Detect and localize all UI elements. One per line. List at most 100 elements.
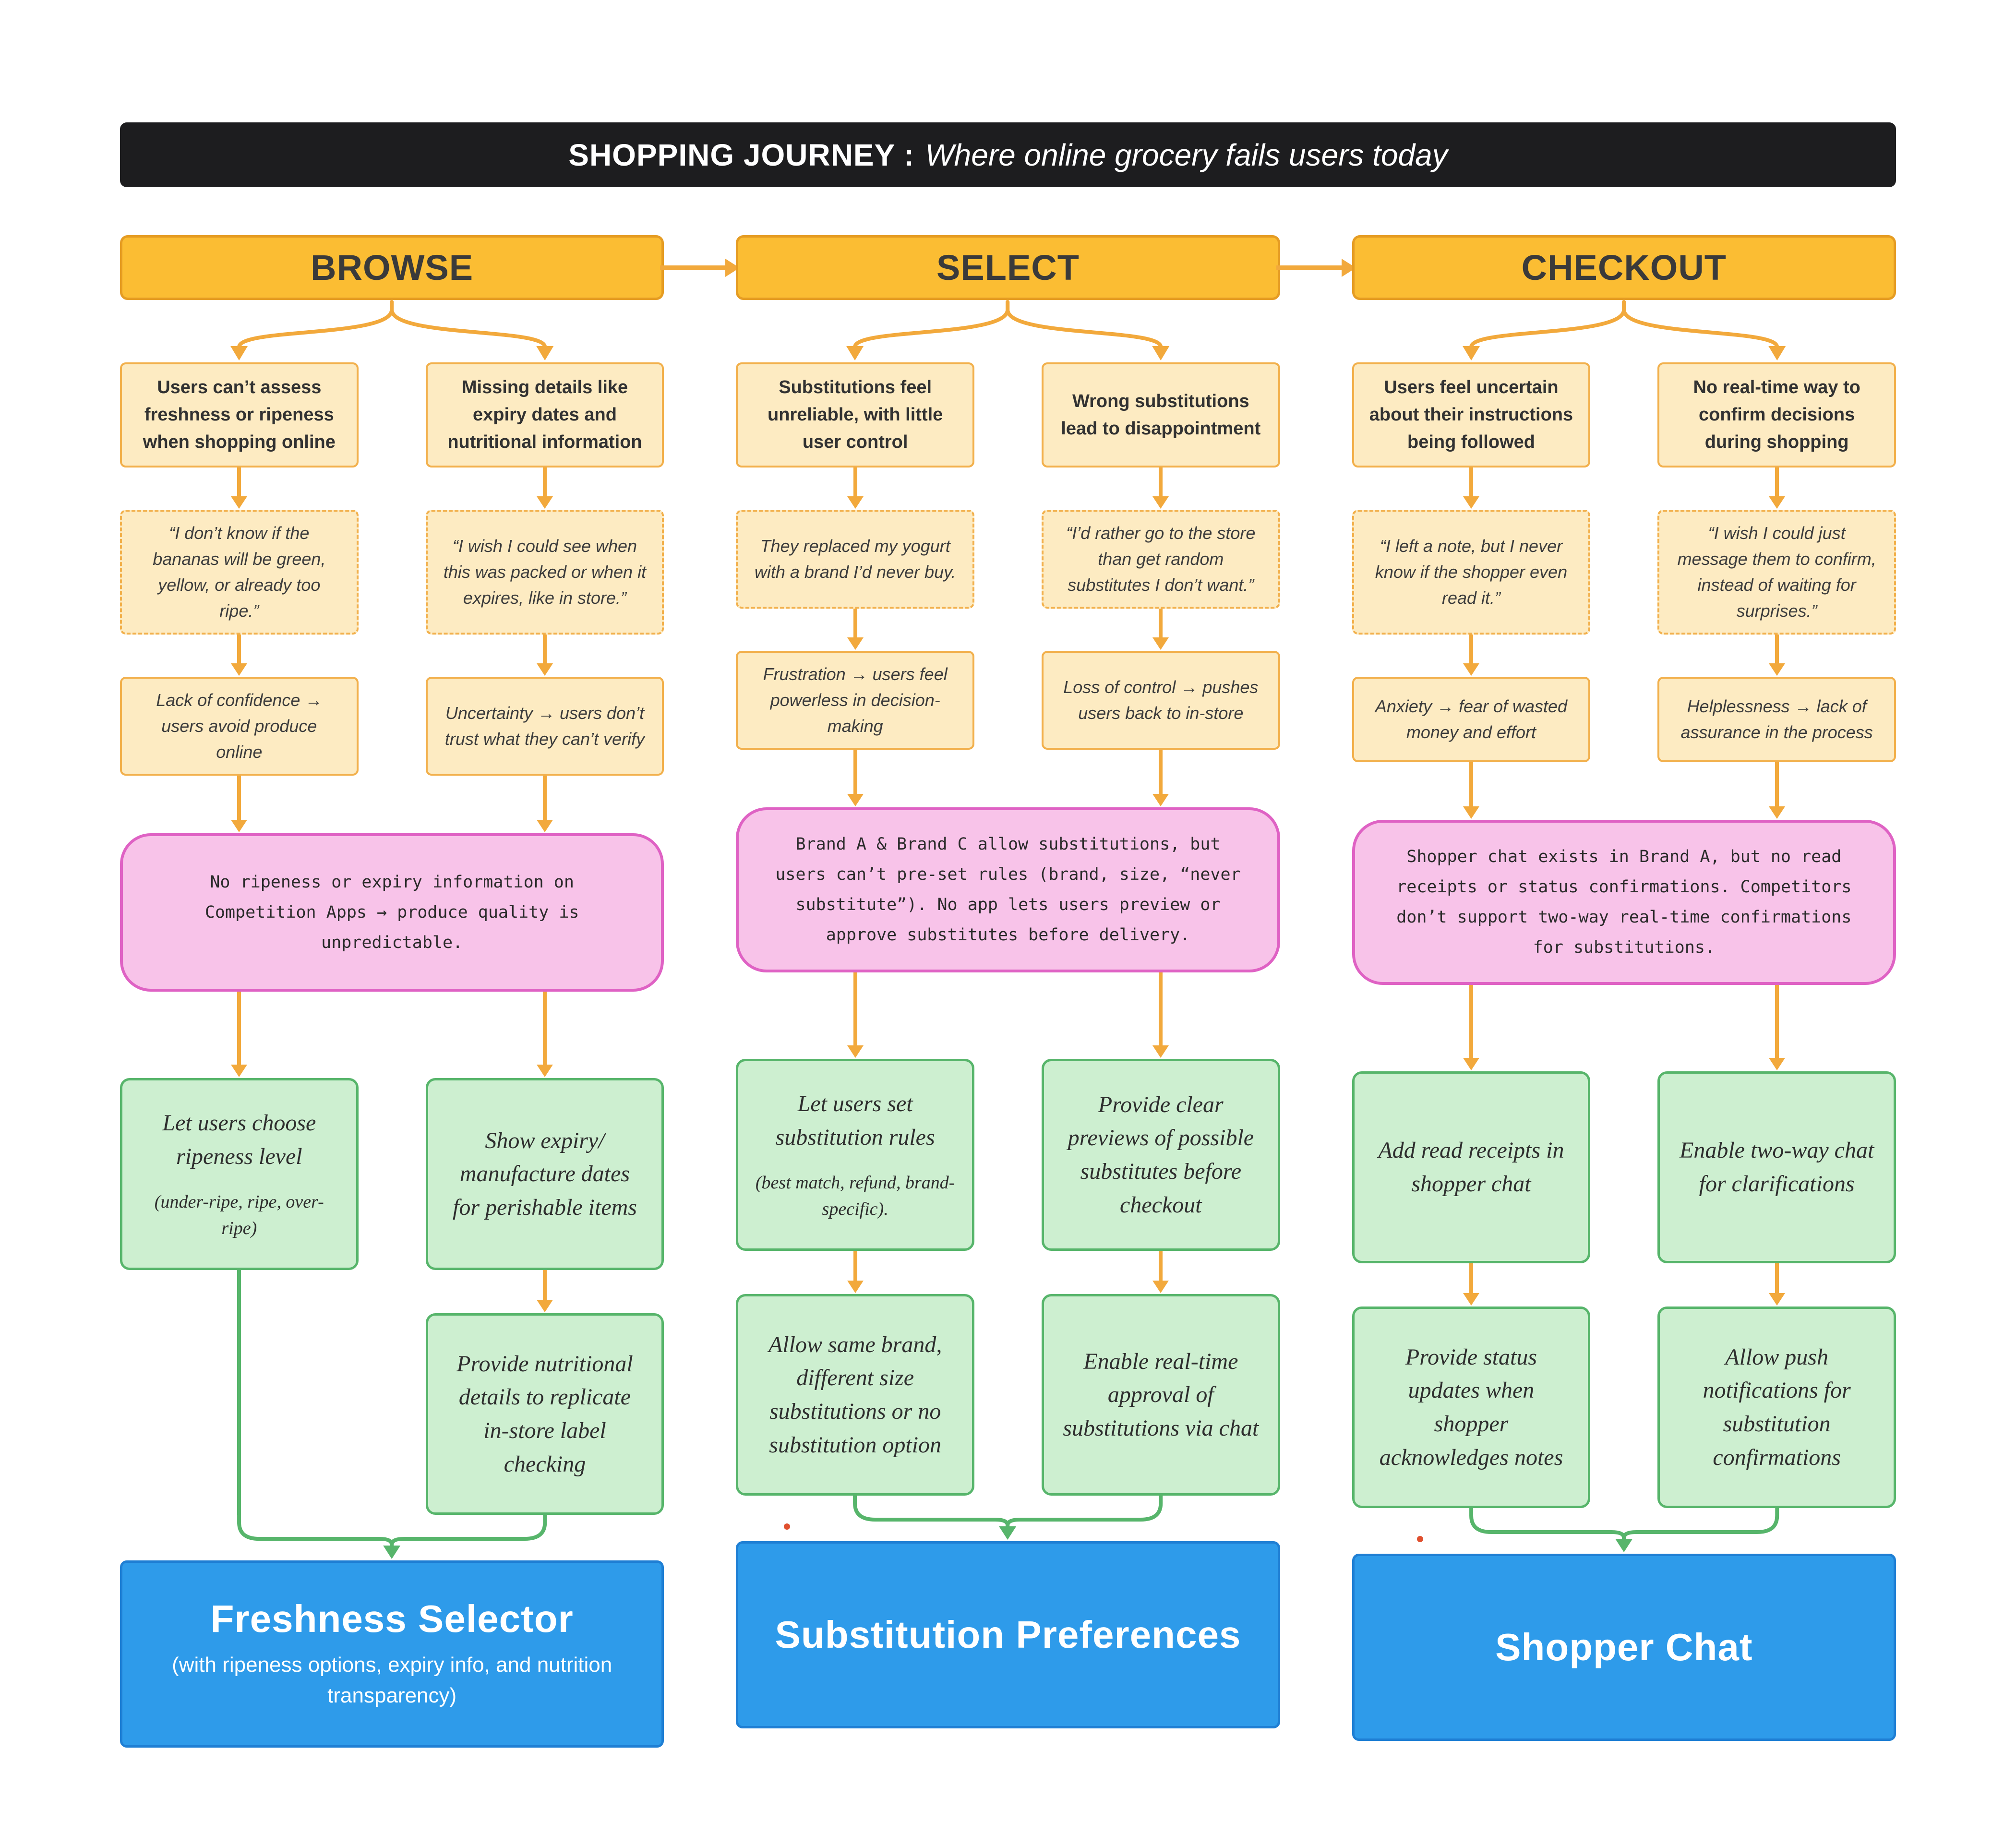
- solution-box: Enable two-way chat for clarifications: [1657, 1071, 1896, 1263]
- solution-box: Provide nutritional details to replicate…: [425, 1313, 664, 1515]
- feature-title: Freshness Selector: [210, 1597, 574, 1641]
- split-connector: [1462, 300, 1786, 360]
- user-quote-box: “I wish I could see when this was packed…: [425, 510, 664, 635]
- consequence-box: Lack of confidence → users avoid produce…: [120, 677, 359, 776]
- consequence-box: Frustration → users feel powerless in de…: [736, 651, 974, 750]
- stage-title: BROWSE: [311, 248, 474, 288]
- pain-points-row: Users feel uncertain about their instruc…: [1352, 362, 1896, 467]
- stage-flow-arrow: [660, 235, 740, 300]
- down-arrow: [1469, 1263, 1473, 1294]
- merge-connector: [853, 1496, 1163, 1540]
- merge-connector: [1469, 1508, 1779, 1552]
- stage-header-select: SELECT: [736, 235, 1280, 300]
- pain-points-row: Users can’t assess freshness or ripeness…: [120, 362, 664, 467]
- consequence-box: Anxiety → fear of wasted money and effor…: [1352, 677, 1591, 762]
- solution-text: Allow push notifications for substitutio…: [1703, 1344, 1851, 1470]
- solutions-grid: Add read receipts in shopper chat Enable…: [1352, 1071, 1896, 1508]
- user-quote-box: “I wish I could just message them to con…: [1657, 510, 1896, 635]
- consequence-box: Uncertainty → users don’t trust what the…: [425, 677, 664, 776]
- feature-title: Shopper Chat: [1495, 1626, 1753, 1668]
- stage-header-checkout: CHECKOUT: [1352, 235, 1896, 300]
- pain-points-row: Substitutions feel unreliable, with litt…: [736, 362, 1280, 467]
- competitor-insight-box: Shopper chat exists in Brand A, but no r…: [1352, 820, 1896, 985]
- journey-column-select: SELECT Substitutions feel unreliable, wi…: [736, 235, 1280, 1728]
- down-arrow: [1775, 467, 1779, 497]
- arrow-row: [736, 467, 1280, 510]
- feature-subtitle: (with ripeness options, expiry info, and…: [172, 1653, 612, 1707]
- down-arrow: [237, 467, 241, 497]
- solution-text: Provide status updates when shopper ackn…: [1379, 1344, 1563, 1470]
- stage-title: CHECKOUT: [1521, 248, 1727, 288]
- consequences-row: Anxiety → fear of wasted money and effor…: [1352, 677, 1896, 762]
- solution-text: Enable real-time approval of substitutio…: [1063, 1348, 1259, 1441]
- page-title: SHOPPING JOURNEY :: [568, 137, 915, 172]
- solution-text: Provide nutritional details to replicate…: [456, 1351, 633, 1477]
- pain-point-box: Users can’t assess freshness or ripeness…: [120, 362, 359, 467]
- solutions-grid: Let users choose ripeness level (under-r…: [120, 1078, 664, 1515]
- down-arrow: [542, 467, 547, 497]
- pain-point-box: Missing details like expiry dates and nu…: [425, 362, 664, 467]
- feature-box-freshness-selector: Freshness Selector (with ripeness option…: [120, 1560, 664, 1748]
- consequences-row: Lack of confidence → users avoid produce…: [120, 677, 664, 776]
- stage-header-browse: BROWSE: [120, 235, 664, 300]
- merge-area: [120, 1515, 664, 1560]
- consequence-box: Helplessness → lack of assurance in the …: [1657, 677, 1896, 762]
- merge-area: [1352, 1508, 1896, 1554]
- solution-box: Show expiry/ manufacture dates for peris…: [425, 1078, 664, 1270]
- quotes-row: They replaced my yogurt with a brand I’d…: [736, 510, 1280, 609]
- quotes-row: “I left a note, but I never know if the …: [1352, 510, 1896, 635]
- arrow-row: [120, 467, 664, 510]
- down-arrow: [542, 1270, 547, 1301]
- stage-flow-arrow: [1276, 235, 1356, 300]
- split-connector: [230, 300, 554, 360]
- down-arrow: [1159, 972, 1163, 1046]
- user-quote-box: They replaced my yogurt with a brand I’d…: [736, 510, 974, 609]
- down-arrow: [1469, 635, 1473, 664]
- down-arrow: [1159, 1251, 1163, 1282]
- down-arrow: [853, 609, 857, 638]
- consequences-row: Frustration → users feel powerless in de…: [736, 651, 1280, 750]
- down-arrow: [1775, 985, 1779, 1059]
- down-arrow: [1775, 635, 1779, 664]
- competitor-insight-box: No ripeness or expiry information on Com…: [120, 833, 664, 992]
- arrow-row: [120, 992, 664, 1078]
- pain-point-box: Wrong substitutions lead to disappointme…: [1041, 362, 1280, 467]
- arrow-row: [1352, 467, 1896, 510]
- solution-text: Let users choose ripeness level: [162, 1110, 316, 1169]
- merge-connector: [237, 1515, 547, 1559]
- down-arrow: [853, 750, 857, 795]
- arrow-row: [736, 750, 1280, 807]
- user-quote-box: “I don’t know if the bananas will be gre…: [120, 510, 359, 635]
- down-arrow: [1159, 467, 1163, 497]
- stage-title: SELECT: [936, 248, 1080, 288]
- arrow-row: [120, 776, 664, 833]
- solution-box: Allow push notifications for substitutio…: [1657, 1307, 1896, 1508]
- solution-box: Let users choose ripeness level (under-r…: [120, 1078, 359, 1270]
- quotes-row: “I don’t know if the bananas will be gre…: [120, 510, 664, 635]
- arrow-row: [1352, 635, 1896, 677]
- arrow-row: [736, 609, 1280, 651]
- arrow-line: [1276, 265, 1343, 270]
- pain-point-box: Substitutions feel unreliable, with litt…: [736, 362, 974, 467]
- down-arrow: [237, 635, 241, 664]
- feature-box-substitution-preferences: Substitution Preferences: [736, 1541, 1280, 1728]
- down-arrow: [542, 992, 547, 1066]
- stray-dot: [1416, 1536, 1423, 1542]
- down-arrow: [1775, 1263, 1779, 1294]
- arrow-line: [660, 265, 727, 270]
- consequence-box: Loss of control → pushes users back to i…: [1041, 651, 1280, 750]
- solution-text: Add read receipts in shopper chat: [1378, 1138, 1564, 1197]
- feature-title: Substitution Preferences: [775, 1613, 1241, 1656]
- down-arrow: [1159, 750, 1163, 795]
- solution-box: Add read receipts in shopper chat: [1352, 1071, 1591, 1263]
- stray-dot: [784, 1523, 791, 1530]
- solution-text: Provide clear previews of possible subst…: [1068, 1091, 1254, 1218]
- down-arrow: [853, 972, 857, 1046]
- solutions-grid: Let users set substitution rules (best m…: [736, 1059, 1280, 1496]
- solution-box: Provide status updates when shopper ackn…: [1352, 1307, 1591, 1508]
- down-arrow: [542, 635, 547, 664]
- merge-area: [736, 1496, 1280, 1541]
- stages-row: BROWSE Users can’t assess freshness or r…: [120, 235, 1896, 1748]
- down-arrow: [1775, 762, 1779, 807]
